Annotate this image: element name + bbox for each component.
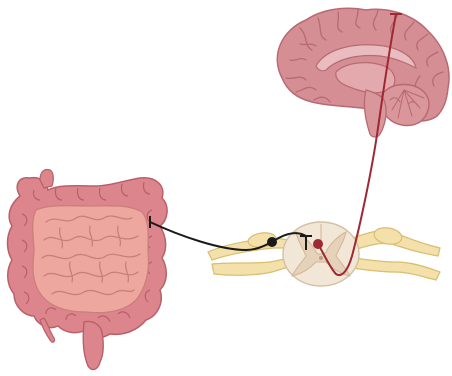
left-nerve-lower — [212, 258, 292, 275]
cerebellum — [381, 85, 429, 126]
afferent-cell-body — [267, 237, 277, 247]
second-order-neuron-cell-body — [313, 239, 323, 249]
brain — [277, 8, 449, 137]
central-canal — [319, 256, 323, 260]
intestines — [8, 169, 168, 369]
spinal-cord — [283, 222, 359, 286]
small-intestine — [33, 206, 149, 313]
colon-top-stub — [40, 169, 53, 188]
right-nerve-lower — [352, 258, 440, 280]
rectum — [83, 321, 103, 369]
